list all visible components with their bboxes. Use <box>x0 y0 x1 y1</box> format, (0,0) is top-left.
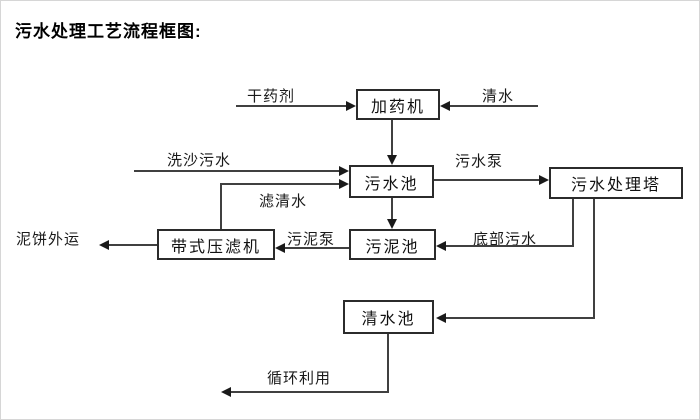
edge-label-clean-water: 清水 <box>482 88 515 105</box>
edge-line-bottom-sewage-vert <box>572 199 574 247</box>
arrowhead-down-icon <box>387 155 397 165</box>
node-dosing-machine-label: 加药机 <box>370 98 425 116</box>
edge-line-filtered-water-vert <box>220 183 222 229</box>
edge-label-bottom-sewage: 底部污水 <box>473 231 538 248</box>
edge-line-dry-agent <box>236 105 346 107</box>
edge-line-mud-cake <box>109 244 157 246</box>
edge-line-sand-wash <box>134 170 339 172</box>
node-dosing-machine: 加药机 <box>356 89 440 120</box>
edge-line-tower-to-clean-horiz <box>446 317 595 319</box>
edge-line-tower-to-clean-vert <box>593 199 595 319</box>
node-sludge-pool: 污泥池 <box>349 229 436 260</box>
edge-line-filtered-water-horiz <box>220 183 339 185</box>
edge-line-sewage-to-sludge <box>391 198 393 220</box>
node-sludge-pool-label: 污泥池 <box>365 238 420 256</box>
edge-line-clean-water <box>450 105 538 107</box>
node-sewage-pool: 污水池 <box>349 165 434 198</box>
arrowhead-down-icon <box>387 219 397 229</box>
arrowhead-left-icon <box>440 101 450 111</box>
node-belt-filter-press: 带式压滤机 <box>157 229 275 260</box>
edge-line-recycle-horiz <box>231 391 389 393</box>
edge-label-sludge-pump: 污泥泵 <box>287 231 336 248</box>
node-clean-water-pool: 清水池 <box>343 300 434 334</box>
arrowhead-right-icon <box>539 175 549 185</box>
arrowhead-left-icon <box>436 241 446 251</box>
arrowhead-left-icon <box>436 313 446 323</box>
edge-label-filtered-water: 滤清水 <box>259 193 308 210</box>
arrowhead-right-icon <box>339 179 349 189</box>
edge-label-sand-wash: 洗沙污水 <box>167 152 232 169</box>
node-sewage-pool-label: 污水池 <box>364 175 419 193</box>
edge-line-dosing-to-sewage <box>391 120 393 156</box>
edge-label-dry-agent: 干药剂 <box>247 88 296 105</box>
edge-label-mud-cake: 泥饼外运 <box>16 231 81 248</box>
edge-line-sewage-pump <box>434 179 539 181</box>
edge-line-sludge-pump <box>285 247 349 249</box>
edge-line-bottom-sewage-horiz <box>446 245 574 247</box>
edge-label-sewage-pump: 污水泵 <box>455 153 504 170</box>
edge-line-recycle-vert <box>387 334 389 393</box>
arrowhead-left-icon <box>221 387 231 397</box>
diagram-title: 污水处理工艺流程框图: <box>15 22 202 41</box>
arrowhead-left-icon <box>275 243 285 253</box>
arrowhead-right-icon <box>339 166 349 176</box>
node-clean-water-pool-label: 清水池 <box>361 311 416 328</box>
edge-label-recycle: 循环利用 <box>267 370 332 387</box>
node-treatment-tower: 污水处理塔 <box>549 167 683 199</box>
node-treatment-tower-label: 污水处理塔 <box>570 177 661 194</box>
node-belt-filter-press-label: 带式压滤机 <box>170 238 261 256</box>
arrowhead-right-icon <box>346 101 356 111</box>
arrowhead-left-icon <box>99 240 109 250</box>
